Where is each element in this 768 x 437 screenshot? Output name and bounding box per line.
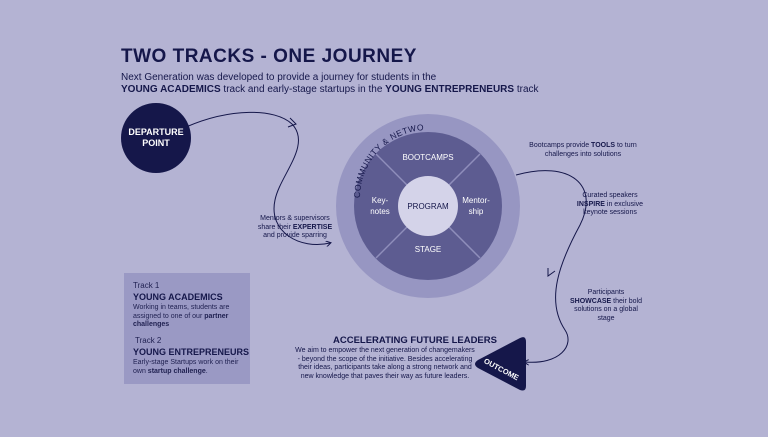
departure-line-2: POINT <box>142 138 170 148</box>
wheel-keynotes-2: notes <box>370 207 390 216</box>
wheel-bootcamps: BOOTCAMPS <box>402 153 453 162</box>
speakers-note: Curated speakers INSPIRE in exclusive ke… <box>560 192 660 218</box>
departure-point-circle <box>121 103 191 173</box>
mentors-note: Mentors & supervisors share their EXPERT… <box>240 215 350 241</box>
participants-note-showcase: SHOWCASE <box>570 297 612 305</box>
track2-desc-end: . <box>205 367 208 375</box>
bootcamps-note: Bootcamps provide TOOLS to turn challeng… <box>518 142 648 159</box>
mentors-note-line-1: Mentors & supervisors <box>260 215 330 222</box>
track2-desc-bold: startup challenge <box>147 367 206 375</box>
speakers-note-line-1: Curated speakers <box>582 192 638 199</box>
page-subtitle: Next Generation was developed to provide… <box>121 72 541 96</box>
subtitle-young-academics: YOUNG ACADEMICS <box>121 84 221 95</box>
journey-path-arrow-mid <box>547 268 556 277</box>
bootcamps-note-tools: TOOLS <box>591 142 616 149</box>
speakers-note-inspire: INSPIRE <box>576 200 605 208</box>
departure-line-1: DEPARTURE <box>128 127 183 137</box>
wheel-program: PROGRAM <box>407 202 449 211</box>
track1-desc-text: Working in teams, students are assigned … <box>133 304 230 320</box>
mentors-note-expertise: EXPERTISE <box>292 223 333 231</box>
journey-path-departure <box>185 111 330 244</box>
subtitle-text-end: track <box>514 84 539 95</box>
bootcamps-note-line-1a: Bootcamps provide <box>529 142 592 149</box>
journey-path-departure-arrow <box>287 117 297 128</box>
track1-name: YOUNG ACADEMICS <box>133 292 223 302</box>
wheel-stage: STAGE <box>415 245 442 254</box>
speakers-note-line-3: keynote sessions <box>583 209 637 216</box>
wheel-mentorship-1: Mentor- <box>462 196 490 205</box>
track1-label: Track 1 <box>133 281 160 290</box>
page-title: TWO TRACKS - ONE JOURNEY <box>121 46 417 67</box>
track2-name: YOUNG ENTREPRENEURS <box>133 347 250 357</box>
wheel-keynotes-1: Key- <box>372 196 389 205</box>
accelerating-body: We aim to empower the next generation of… <box>295 347 475 380</box>
subtitle-young-entrepreneurs: YOUNG ENTREPRENEURS <box>385 84 515 95</box>
participants-note-line-1: Participants <box>587 289 625 296</box>
tracks-box: Track 1 YOUNG ACADEMICS Working in teams… <box>124 273 250 384</box>
wheel-mentorship-2: ship <box>469 207 484 216</box>
participants-note-line-2b: their bold <box>611 297 642 305</box>
subtitle-line-1: Next Generation was developed to provide… <box>121 72 437 83</box>
mentors-note-line-2a: share their <box>257 223 293 231</box>
program-center <box>398 176 458 236</box>
track1-description: Working in teams, students are assigned … <box>133 304 251 330</box>
track2-desc-text: Early-stage Startups work on their own <box>133 359 239 375</box>
participants-note: Participants SHOWCASE their bold solutio… <box>556 289 656 323</box>
bootcamps-note-line-1c: to turn <box>615 142 637 149</box>
bootcamps-note-line-2: challenges into solutions <box>544 150 622 158</box>
participants-note-line-3: solutions on a global <box>574 306 638 313</box>
community-network-label: COMMUNITY & NETWORK <box>0 0 425 198</box>
track1-desc-bold: partner challenges <box>133 312 229 329</box>
journey-path-outcome <box>515 170 587 363</box>
speakers-note-line-2b: in exclusive <box>604 200 644 208</box>
accelerating-title: ACCELERATING FUTURE LEADERS <box>333 335 497 346</box>
outcome-shape <box>475 337 526 391</box>
track2-description: Early-stage Startups work on their own s… <box>133 359 251 376</box>
subtitle-text-mid: track and early-stage startups in the <box>220 84 386 95</box>
participants-note-line-4: stage <box>597 314 615 322</box>
mentors-note-line-3: and provide sparring <box>263 232 327 239</box>
track2-label: Track 2 <box>135 336 162 345</box>
